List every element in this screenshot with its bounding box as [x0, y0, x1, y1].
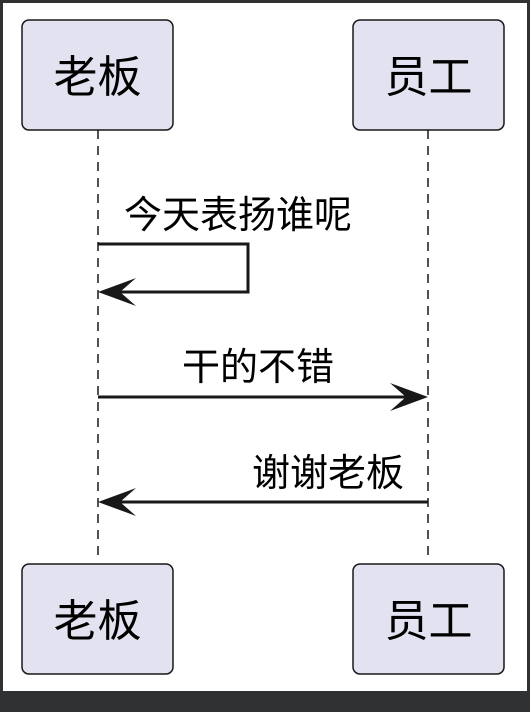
participant-employee-top-label: 员工	[385, 52, 473, 103]
message-self-boss: 今天表扬谁呢	[98, 193, 352, 306]
message-2-label: 干的不错	[182, 345, 334, 389]
participant-boss-top-label: 老板	[54, 52, 142, 103]
participant-boss-bottom-label: 老板	[54, 596, 142, 647]
message-1-arrowhead	[98, 278, 136, 306]
message-1-label: 今天表扬谁呢	[124, 193, 352, 237]
message-3-label: 谢谢老板	[252, 451, 404, 495]
participant-employee-top: 员工	[352, 19, 505, 131]
message-2-arrowhead	[390, 383, 428, 411]
message-boss-to-employee: 干的不错	[98, 345, 428, 411]
sequence-diagram: 老板 员工 今天表扬谁呢 干的不错 谢谢老板 老板	[21, 19, 505, 675]
participant-boss-top-box	[21, 19, 174, 131]
participant-boss-top: 老板	[21, 19, 174, 131]
participant-boss-bottom-box	[21, 563, 174, 675]
message-3-arrowhead	[98, 488, 136, 516]
diagram-canvas: 老板 员工 今天表扬谁呢 干的不错 谢谢老板 老板	[3, 3, 527, 691]
message-1-line	[98, 242, 250, 294]
participant-employee-top-box	[352, 19, 505, 131]
participant-employee-bottom-label: 员工	[385, 596, 473, 647]
participant-employee-bottom: 员工	[352, 563, 505, 675]
participant-employee-bottom-box	[352, 563, 505, 675]
participant-boss-bottom: 老板	[21, 563, 174, 675]
message-employee-to-boss: 谢谢老板	[98, 451, 428, 516]
